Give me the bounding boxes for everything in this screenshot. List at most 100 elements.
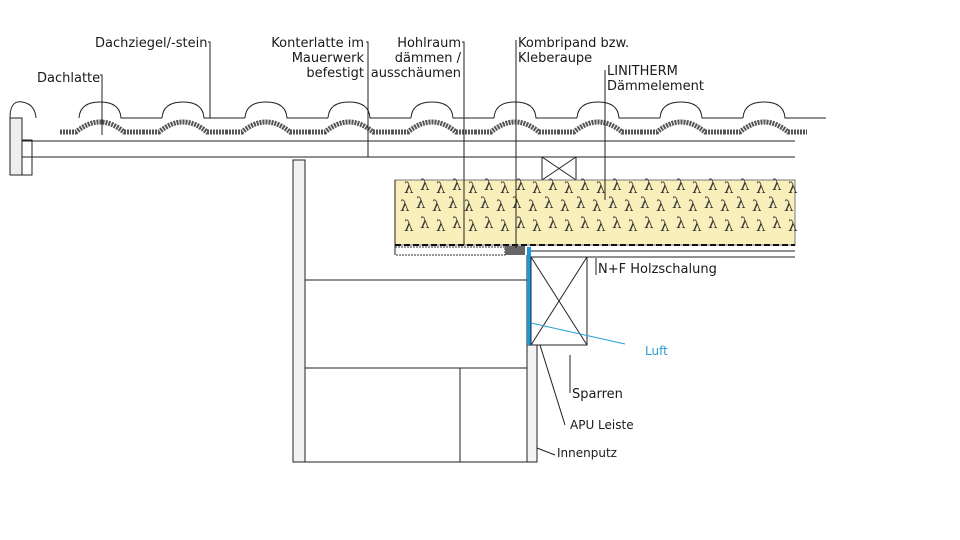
lambda-symbol: λ	[564, 217, 574, 235]
tile-mortar-bed	[60, 119, 143, 135]
lambda-symbol: λ	[692, 217, 702, 235]
label-innenputz: Innenputz	[557, 446, 617, 460]
lambda-symbol: λ	[544, 194, 554, 212]
lambda-symbol: λ	[448, 194, 458, 212]
lambda-symbol: λ	[484, 176, 494, 194]
lambda-symbol: λ	[532, 217, 542, 235]
lambda-symbol: λ	[644, 214, 654, 232]
label-holzschalung: N+F Holzschalung	[598, 262, 717, 277]
lambda-symbol: λ	[516, 214, 526, 232]
lambda-symbol: λ	[416, 194, 426, 212]
lambda-symbol: λ	[640, 194, 650, 212]
cavity-foam-strip	[394, 246, 506, 256]
lambda-symbol: λ	[720, 197, 730, 215]
roof-tile	[576, 101, 660, 119]
lambda-symbol: λ	[756, 179, 766, 197]
lambda-symbol: λ	[592, 197, 602, 215]
lambda-symbol: λ	[644, 176, 654, 194]
lambda-symbol: λ	[420, 214, 430, 232]
label-hohlraum-3: ausschäumen	[371, 66, 461, 81]
sparren-rafter	[530, 256, 588, 346]
eave-end	[9, 101, 37, 176]
lambda-symbol: λ	[724, 217, 734, 235]
tile-mortar-bed	[226, 119, 309, 135]
air-gap	[527, 247, 531, 345]
lambda-symbol: λ	[436, 217, 446, 235]
lambda-symbol: λ	[436, 179, 446, 197]
lambda-symbol: λ	[740, 214, 750, 232]
lambda-symbol: λ	[480, 194, 490, 212]
lambda-symbol: λ	[708, 214, 718, 232]
lambda-symbol: λ	[608, 194, 618, 212]
lambda-symbol: λ	[788, 179, 798, 197]
lambda-symbol: λ	[496, 197, 506, 215]
lambda-symbol: λ	[404, 217, 414, 235]
lambda-symbol: λ	[596, 217, 606, 235]
tile-mortar-bed	[143, 119, 226, 135]
lambda-symbol: λ	[432, 197, 442, 215]
tile-mortar-bed	[558, 119, 641, 135]
lambda-symbol: λ	[688, 197, 698, 215]
lambda-symbol: λ	[596, 179, 606, 197]
tile-mortar-bed	[392, 119, 475, 135]
tile-mortar-bed	[475, 119, 558, 135]
label-sparren: Sparren	[572, 387, 623, 402]
tile-mortar-bed	[724, 119, 807, 135]
lambda-symbol: λ	[772, 214, 782, 232]
label-konterlatte-3: befestigt	[306, 66, 364, 81]
masonry-wall	[292, 159, 528, 463]
lambda-symbol: λ	[400, 197, 410, 215]
lambda-symbol: λ	[752, 197, 762, 215]
lambda-symbol: λ	[740, 176, 750, 194]
label-kombripand-1: Kombripand bzw.	[518, 36, 629, 51]
lambda-symbol: λ	[768, 194, 778, 212]
lambda-symbol: λ	[548, 214, 558, 232]
lambda-symbol: λ	[532, 179, 542, 197]
tile-mortar-bed	[309, 119, 392, 135]
lambda-symbol: λ	[612, 214, 622, 232]
roof-tile	[327, 101, 411, 119]
lambda-symbol: λ	[708, 176, 718, 194]
label-linitherm-2: Dämmelement	[607, 79, 704, 94]
roof-tile	[659, 101, 743, 119]
lambda-symbol: λ	[628, 179, 638, 197]
label-hohlraum-2: dämmen /	[395, 51, 462, 66]
lambda-symbol: λ	[788, 217, 798, 235]
lambda-symbol: λ	[736, 194, 746, 212]
lambda-symbol: λ	[404, 179, 414, 197]
lambda-symbol: λ	[500, 179, 510, 197]
lambda-symbol: λ	[656, 197, 666, 215]
roof-tile	[742, 101, 826, 119]
lambda-symbol: λ	[692, 179, 702, 197]
lambda-symbol: λ	[468, 179, 478, 197]
lambda-symbol: λ	[660, 179, 670, 197]
roof-tile	[78, 101, 162, 119]
lambda-symbol: λ	[548, 176, 558, 194]
roof-tile	[410, 101, 494, 119]
lambda-symbol: λ	[628, 217, 638, 235]
roof-tile	[161, 101, 245, 119]
lambda-symbol: λ	[564, 179, 574, 197]
lambda-symbol: λ	[660, 217, 670, 235]
label-apu-leiste: APU Leiste	[570, 418, 634, 432]
lambda-symbol: λ	[756, 217, 766, 235]
lambda-symbol: λ	[468, 217, 478, 235]
label-luft: Luft	[645, 344, 668, 358]
roof-tile	[493, 101, 577, 119]
label-konterlatte-1: Konterlatte im	[271, 36, 364, 51]
lambda-symbol: λ	[704, 194, 714, 212]
lambda-symbol: λ	[624, 197, 634, 215]
label-linitherm-1: LINITHERM	[607, 64, 678, 79]
label-dachziegel: Dachziegel/-stein	[95, 36, 207, 51]
lambda-symbol: λ	[576, 194, 586, 212]
lambda-symbol: λ	[516, 176, 526, 194]
roof-tile	[244, 101, 328, 119]
lambda-symbol: λ	[420, 176, 430, 194]
lambda-symbol: λ	[676, 214, 686, 232]
lambda-symbol: λ	[500, 217, 510, 235]
lambda-symbol: λ	[452, 176, 462, 194]
lambda-symbol: λ	[484, 214, 494, 232]
lambda-symbol: λ	[560, 197, 570, 215]
